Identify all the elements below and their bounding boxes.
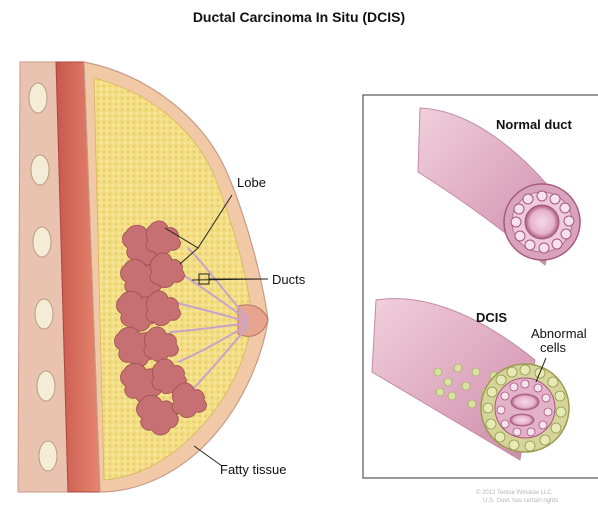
label-abnormal-cells-line1: Abnormal	[531, 326, 587, 341]
label-fatty-tissue: Fatty tissue	[220, 462, 286, 477]
label-lobe: Lobe	[237, 175, 266, 190]
label-abnormal-cells-line2: cells	[540, 340, 567, 355]
breast-cross-section	[18, 62, 268, 492]
label-dcis: DCIS	[476, 310, 507, 325]
credit-line-2: U.S. Govt. has certain rights	[483, 498, 558, 504]
credit-line-1: © 2012 Terese Winslow LLC	[476, 489, 552, 496]
label-ducts: Ducts	[272, 272, 306, 287]
label-normal-duct: Normal duct	[496, 117, 573, 132]
